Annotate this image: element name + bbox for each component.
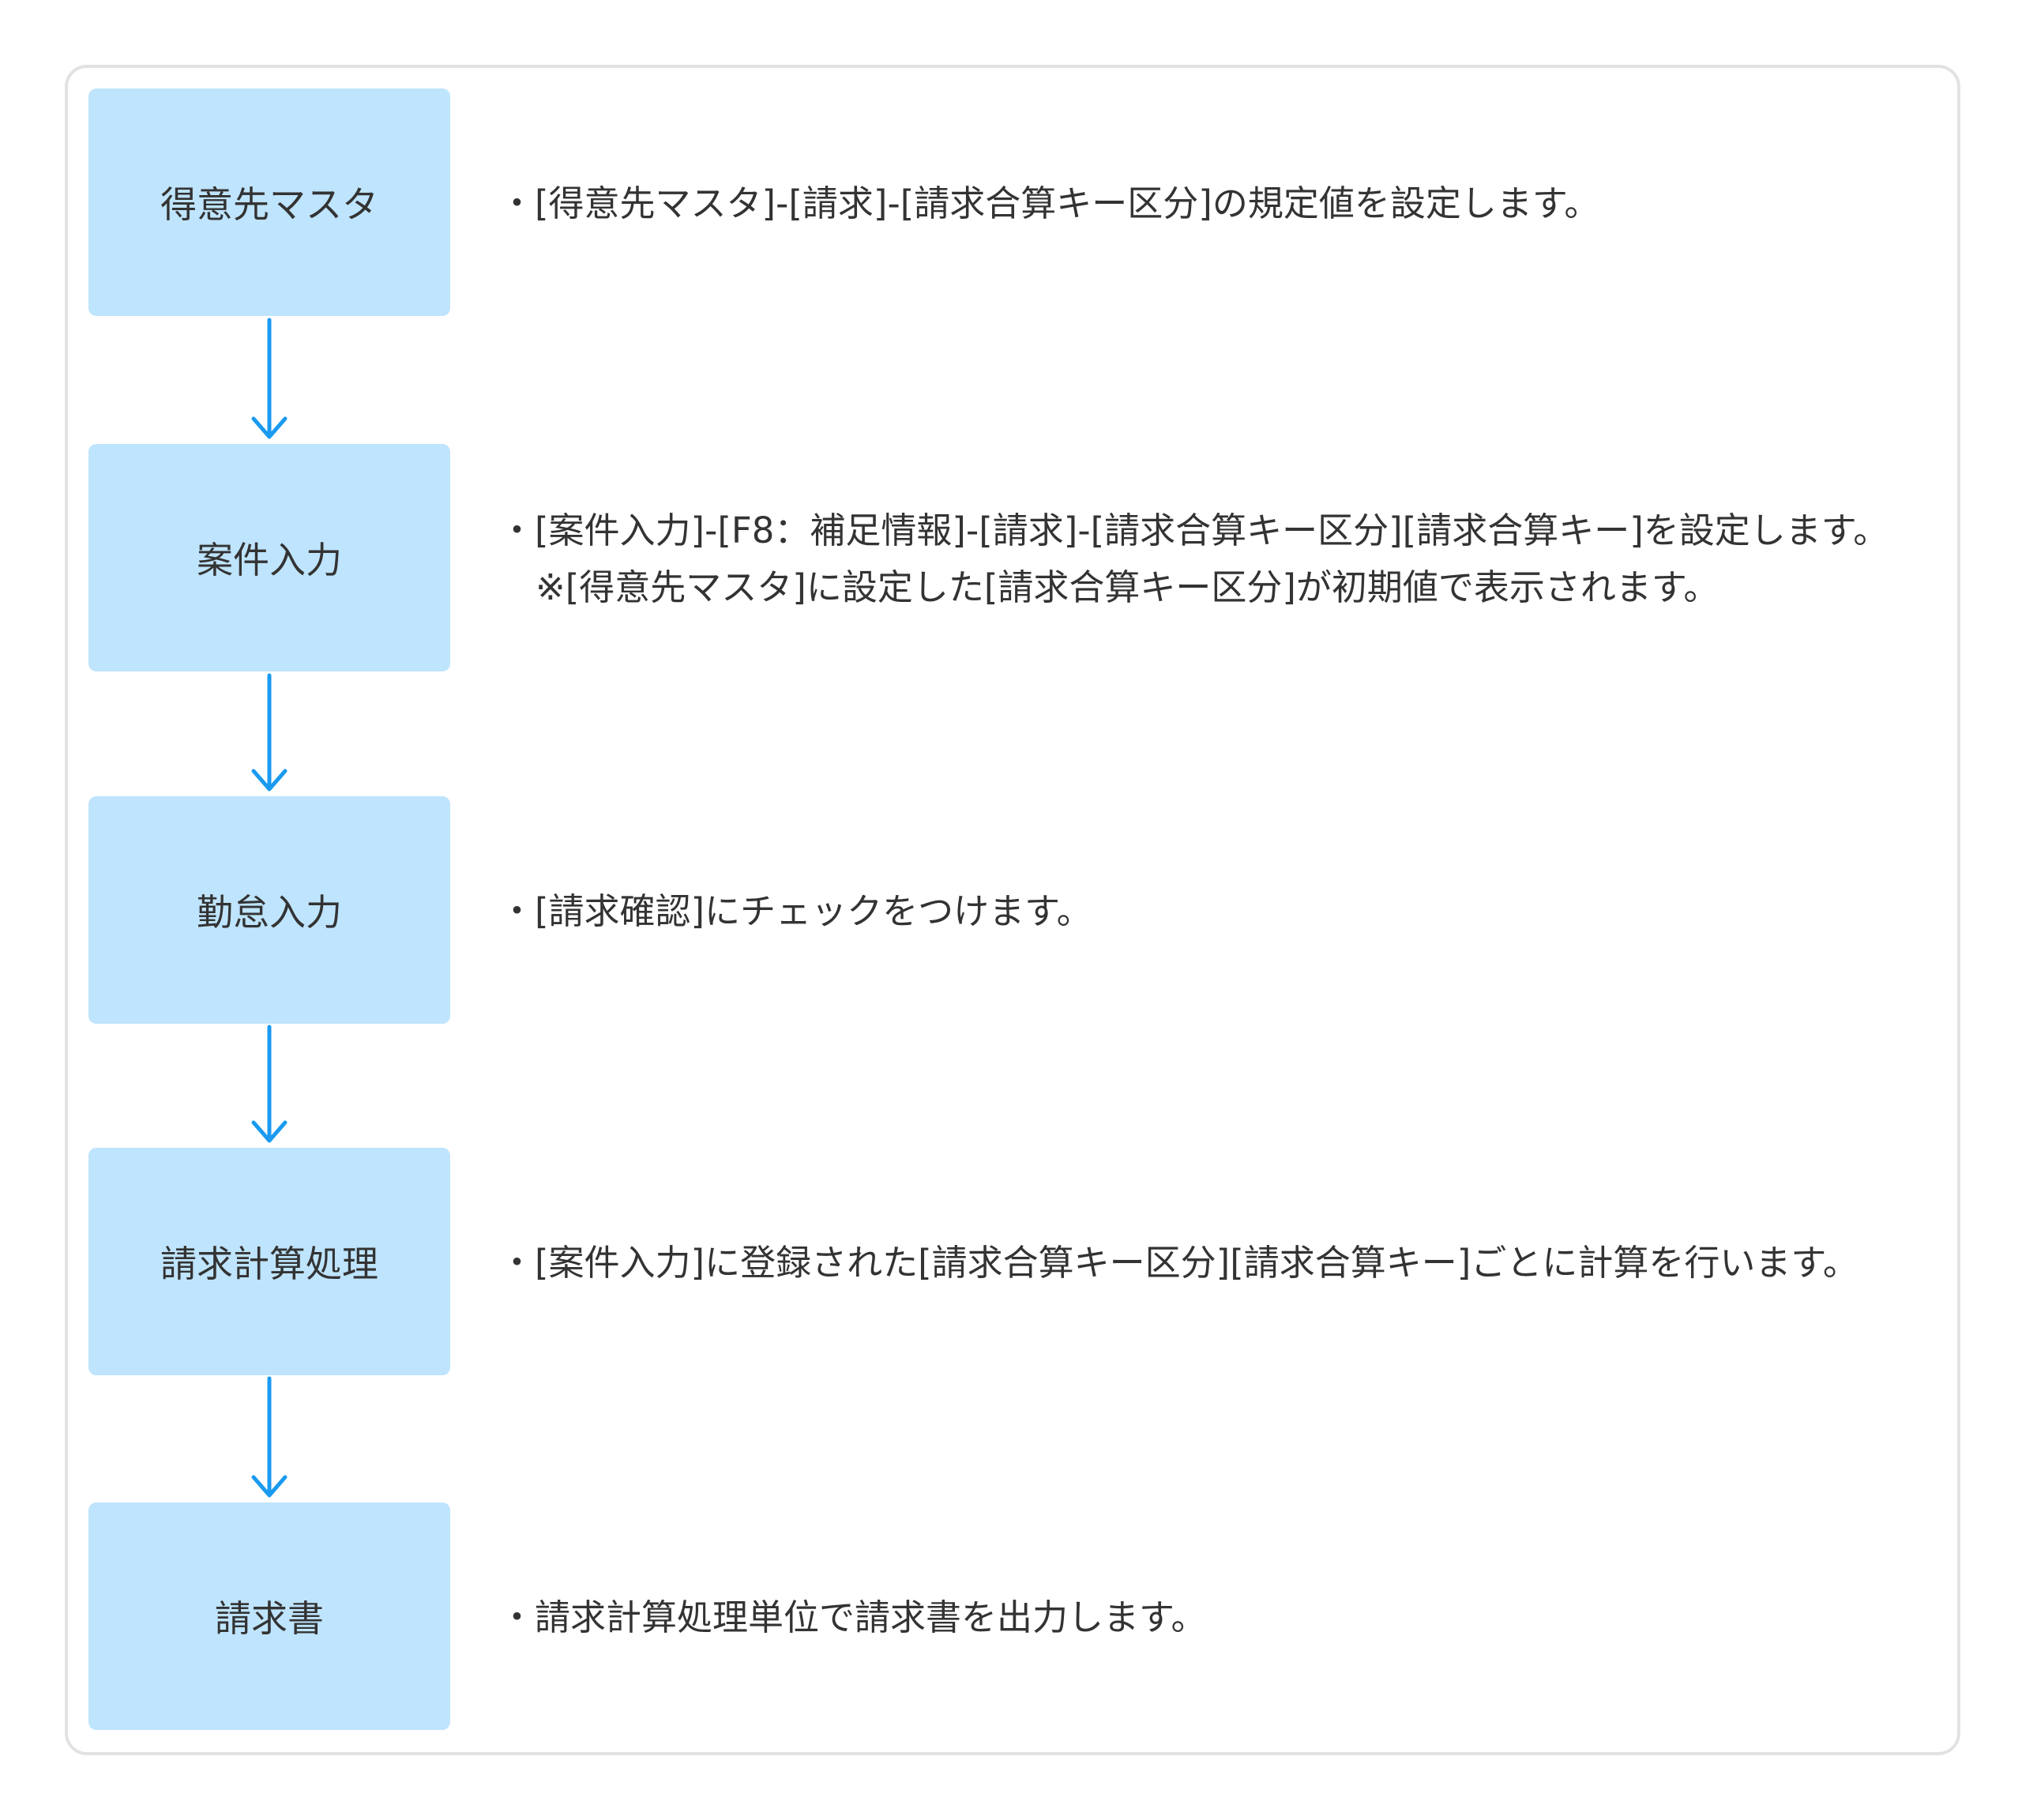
description-line: ・[案件入力]に登録された[請求合算キー区分][請求合算キー]ごとに計算を行いま…	[499, 1242, 1859, 1284]
step-description-billing-calculation: ・[案件入力]に登録された[請求合算キー区分][請求合算キー]ごとに計算を行いま…	[499, 1235, 1968, 1292]
step-description-project-input: ・[案件入力]-[F8：補足情報]-[請求]-[請求合算キー区分][請求合算キー…	[499, 502, 1968, 616]
step-box-customer-master: 得意先マスタ	[88, 88, 450, 316]
step-label: 案件入力	[197, 539, 342, 581]
step-label: 得意先マスタ	[160, 183, 378, 226]
step-box-project-input: 案件入力	[88, 444, 450, 671]
description-line: ・[請求確認]にチェックをつけます。	[499, 890, 1092, 932]
step-description-attendance-input: ・[請求確認]にチェックをつけます。	[499, 883, 1968, 940]
step-box-billing-calculation: 請求計算処理	[88, 1148, 450, 1375]
step-box-attendance-input: 勤怠入力	[88, 796, 450, 1024]
step-description-customer-master: ・[得意先マスタ]-[請求]-[請求合算キー区分]の規定値を設定します。	[499, 175, 1968, 232]
description-note: ※[得意先マスタ]に設定した[請求合算キー区分]が初期値で表示されます。	[536, 566, 1719, 608]
step-label: 請求書	[215, 1597, 324, 1640]
description-line: ・[案件入力]-[F8：補足情報]-[請求]-[請求合算キー区分][請求合算キー…	[499, 510, 1889, 551]
step-label: 請求計算処理	[160, 1243, 378, 1285]
step-box-invoice: 請求書	[88, 1502, 450, 1730]
description-line: ・[得意先マスタ]-[請求]-[請求合算キー区分]の規定値を設定します。	[499, 182, 1600, 224]
step-label: 勤怠入力	[197, 891, 342, 934]
description-line: ・請求計算処理単位で請求書を出力します。	[499, 1596, 1207, 1638]
step-description-invoice: ・請求計算処理単位で請求書を出力します。	[499, 1589, 1968, 1646]
